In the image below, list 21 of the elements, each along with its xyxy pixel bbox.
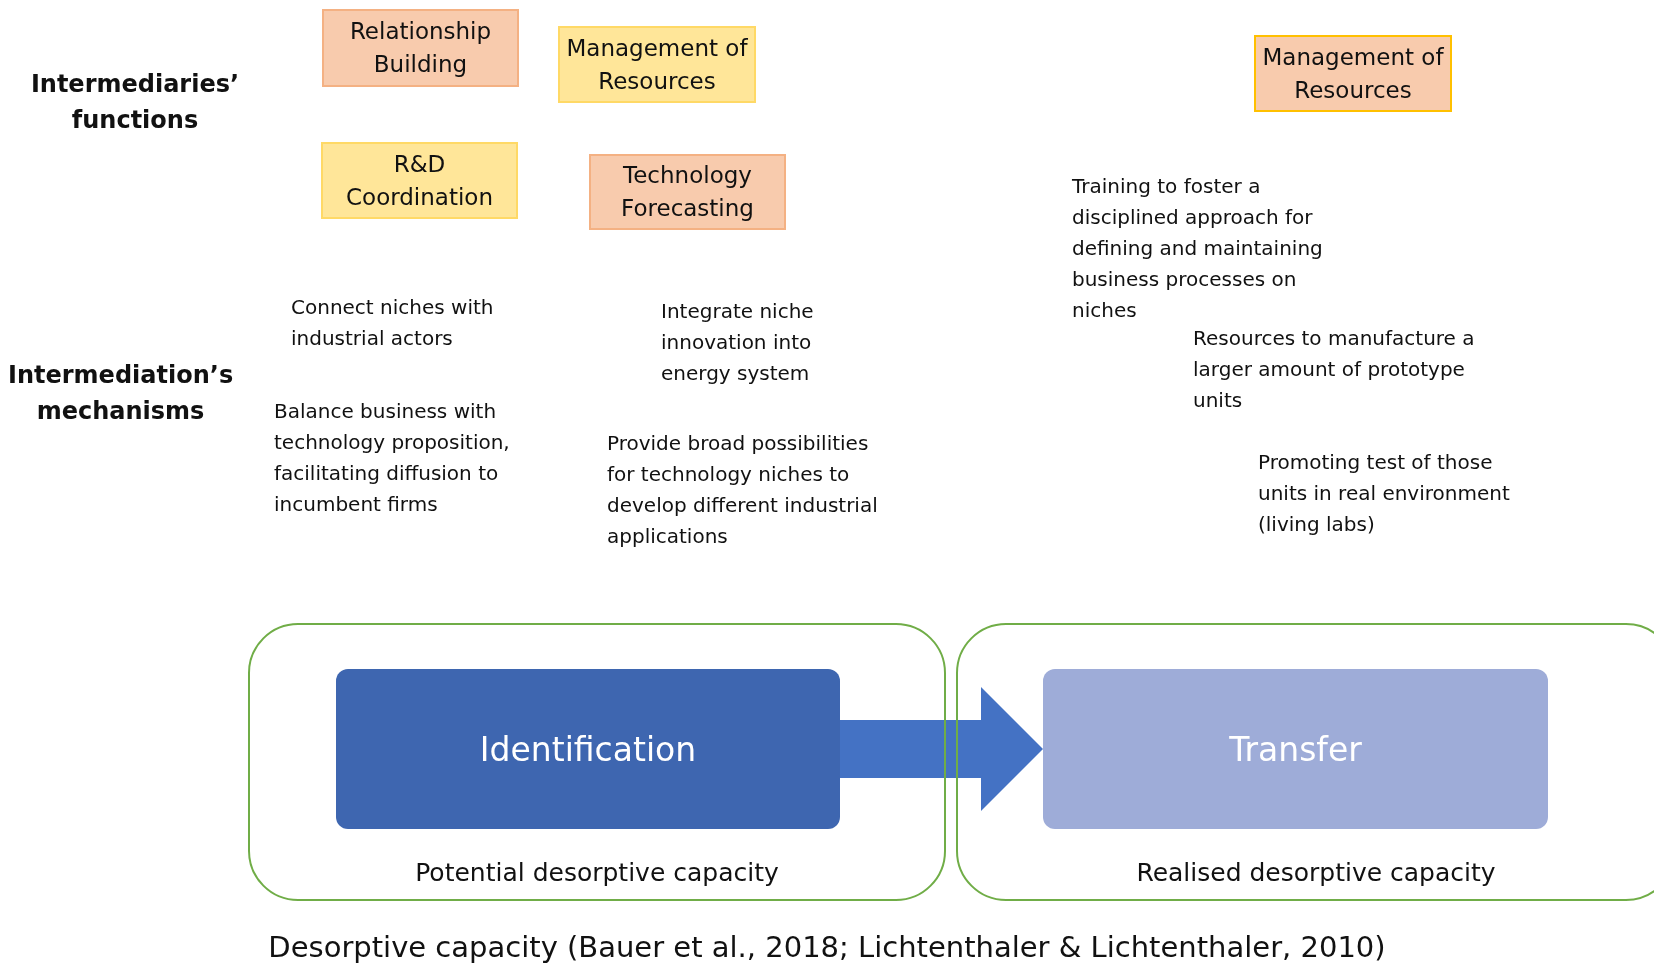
function-box: Management of Resources xyxy=(1254,35,1452,112)
mechanism-text: Resources to manufacture a larger amount of prototype units xyxy=(1193,325,1476,414)
mechanism-text: Promoting test of those units in real environment (living labs) xyxy=(1258,449,1511,538)
row-heading: Intermediation’s mechanisms xyxy=(8,360,233,427)
panel-title: Realised desorptive capacity xyxy=(1135,858,1497,887)
function-box: Relationship Building xyxy=(322,9,519,87)
mechanism-text: Provide broad possibilities for technology niches to develop different industrial applications xyxy=(607,430,879,550)
capacity-panel xyxy=(248,623,946,901)
caption: Desorptive capacity (Bauer et al., 2018; Lichtenthaler & Lichtenthaler, 2010) xyxy=(267,930,1387,964)
panel-title: Potential desorptive capacity xyxy=(414,858,780,887)
row-heading: Intermediaries’ functions xyxy=(29,69,241,136)
capacity-panel xyxy=(956,623,1654,901)
function-box: Management of Resources xyxy=(558,26,756,103)
mechanism-text: Connect niches with industrial actors xyxy=(291,294,495,352)
mechanism-text: Training to foster a disciplined approach for defining and maintaining business processes on niches xyxy=(1072,173,1324,324)
mechanism-text: Integrate niche innovation into energy system xyxy=(661,298,815,387)
process-box: Transfer xyxy=(1043,669,1548,829)
function-box: R&D Coordination xyxy=(321,142,518,219)
function-box: Technology Forecasting xyxy=(589,154,786,230)
mechanism-text: Balance business with technology proposition, facilitating diffusion to incumbent firms xyxy=(274,398,511,518)
process-box: Identification xyxy=(336,669,840,829)
